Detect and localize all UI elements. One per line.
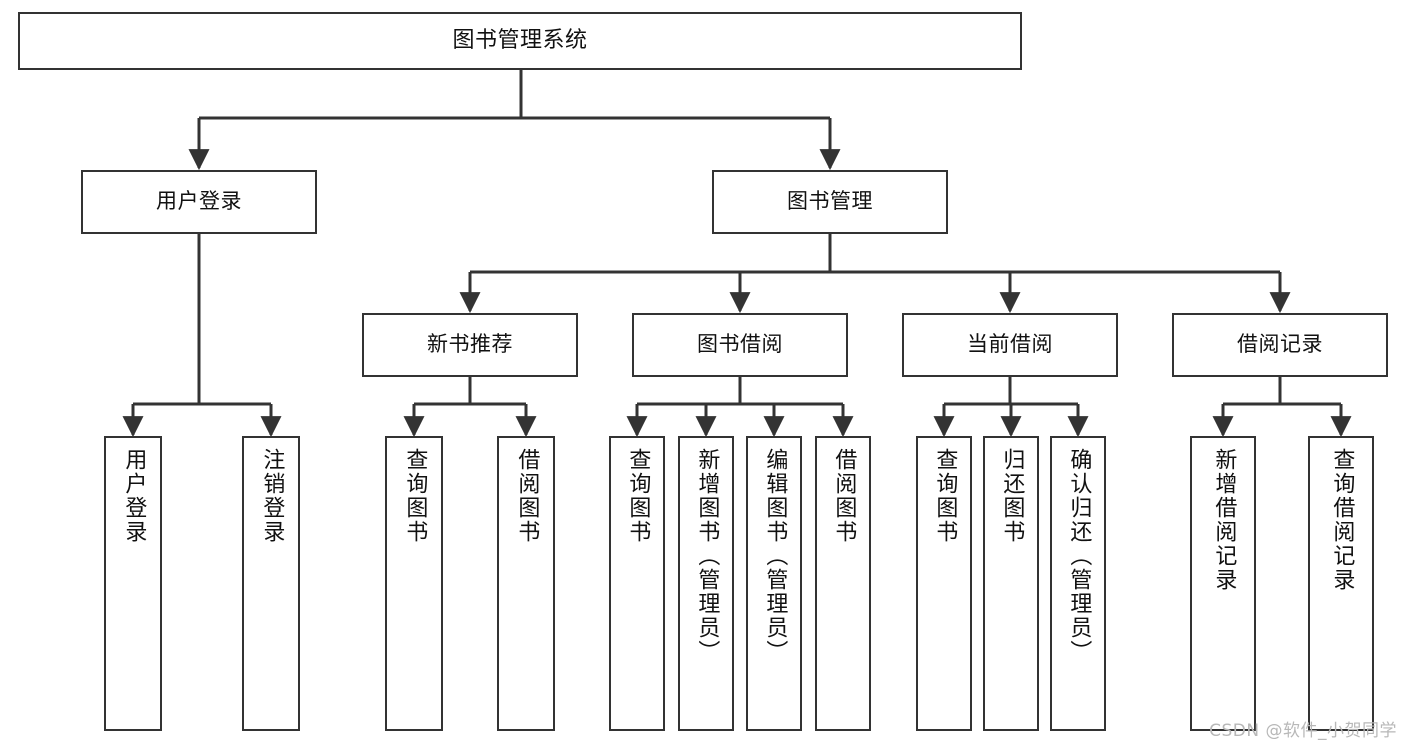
node-borrow-record[interactable]: 借阅记录 xyxy=(1172,313,1388,377)
leaf-logout-login[interactable]: 注销登录 xyxy=(242,436,300,731)
node-label: 归还图书 xyxy=(999,448,1025,544)
leaf-borrow-book-newbook[interactable]: 借阅图书 xyxy=(497,436,555,731)
leaf-borrow-book-borrow[interactable]: 借阅图书 xyxy=(815,436,871,731)
leaf-add-borrow-record[interactable]: 新增借阅记录 xyxy=(1190,436,1256,731)
node-book-borrow[interactable]: 图书借阅 xyxy=(632,313,848,377)
node-label: 新增借阅记录 xyxy=(1211,448,1237,592)
leaf-confirm-return-admin[interactable]: 确认归还（管理员） xyxy=(1050,436,1106,731)
node-new-book-recommend[interactable]: 新书推荐 xyxy=(362,313,578,377)
node-label: 用户登录 xyxy=(121,448,147,544)
leaf-query-book-newbook[interactable]: 查询图书 xyxy=(385,436,443,731)
node-label: 借阅记录 xyxy=(1237,332,1323,357)
node-label: 查询图书 xyxy=(625,448,651,544)
node-label: 查询借阅记录 xyxy=(1329,448,1355,592)
node-label: 图书管理 xyxy=(787,189,873,214)
node-label: 借阅图书 xyxy=(514,448,540,544)
leaf-query-book-current[interactable]: 查询图书 xyxy=(916,436,972,731)
node-label: 查询图书 xyxy=(402,448,428,544)
node-label: 当前借阅 xyxy=(967,332,1053,357)
leaf-query-book-borrow[interactable]: 查询图书 xyxy=(609,436,665,731)
node-label: 新增图书（管理员） xyxy=(694,448,720,664)
leaf-query-borrow-record[interactable]: 查询借阅记录 xyxy=(1308,436,1374,731)
node-label: 新书推荐 xyxy=(427,332,513,357)
leaf-edit-book-admin[interactable]: 编辑图书（管理员） xyxy=(746,436,802,731)
csdn-watermark: CSDN @软件_小贺同学 xyxy=(1209,721,1397,741)
node-label: 图书管理系统 xyxy=(452,27,588,53)
node-book-management[interactable]: 图书管理 xyxy=(712,170,948,234)
node-label: 借阅图书 xyxy=(831,448,857,544)
leaf-user-login[interactable]: 用户登录 xyxy=(104,436,162,731)
node-user-login[interactable]: 用户登录 xyxy=(81,170,317,234)
node-label: 查询图书 xyxy=(932,448,958,544)
node-label: 图书借阅 xyxy=(697,332,783,357)
leaf-return-book[interactable]: 归还图书 xyxy=(983,436,1039,731)
node-root-book-management-system[interactable]: 图书管理系统 xyxy=(18,12,1022,70)
leaf-add-book-admin[interactable]: 新增图书（管理员） xyxy=(678,436,734,731)
node-label: 编辑图书（管理员） xyxy=(762,448,788,664)
node-label: 确认归还（管理员） xyxy=(1066,448,1092,664)
node-label: 用户登录 xyxy=(156,189,242,214)
node-label: 注销登录 xyxy=(259,448,285,544)
node-current-borrow[interactable]: 当前借阅 xyxy=(902,313,1118,377)
